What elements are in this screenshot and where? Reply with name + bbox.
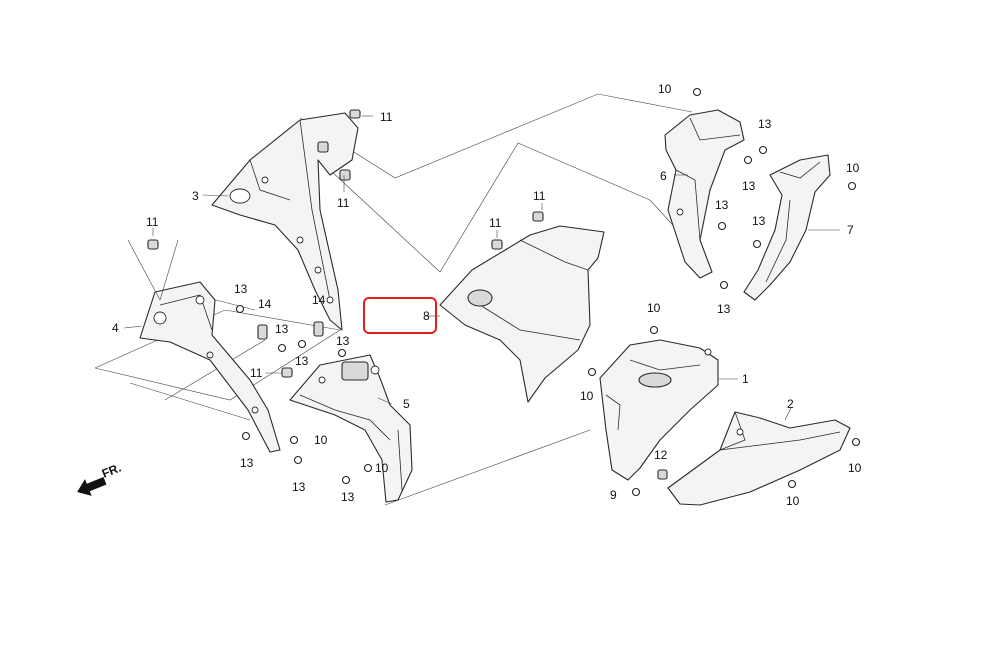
- front-direction-indicator: FR.: [77, 461, 123, 496]
- leader-lines: [123, 115, 840, 421]
- bolt-13: [758, 145, 768, 155]
- bolt-10: [363, 463, 373, 473]
- clip-11-lower: [281, 367, 293, 378]
- label-10: 10: [314, 433, 328, 447]
- bolt-13: [719, 280, 729, 290]
- label-13: 13: [758, 117, 772, 131]
- label-4: 4: [112, 321, 119, 335]
- label-9: 9: [610, 488, 617, 502]
- label-13: 13: [717, 302, 731, 316]
- part-2-under-cover: [667, 411, 851, 506]
- part-4-bracket: [139, 281, 281, 453]
- label-11: 11: [533, 189, 546, 203]
- label-12: 12: [654, 448, 668, 462]
- label-10: 10: [848, 461, 862, 475]
- clip-11-mid2: [491, 239, 503, 250]
- part-5-lower-panel: [289, 354, 413, 503]
- part-labels: 11 11 3 11 4 11 11 13 14 14 13 13 13 11 …: [112, 82, 862, 508]
- bolt-10: [649, 325, 659, 335]
- bolt-13: [717, 221, 727, 231]
- bolt-13: [293, 455, 303, 465]
- bolt-13: [341, 475, 351, 485]
- clip-14-right: [313, 321, 324, 337]
- bolt-13: [337, 348, 347, 358]
- bolt-10: [692, 87, 702, 97]
- clip-12: [657, 469, 668, 480]
- label-5: 5: [403, 397, 410, 411]
- label-13: 13: [742, 179, 756, 193]
- bolt-13: [297, 339, 307, 349]
- label-2: 2: [787, 397, 794, 411]
- bolt-13: [241, 431, 251, 441]
- label-10: 10: [658, 82, 672, 96]
- label-11: 11: [380, 110, 393, 124]
- part-3-inner-upper-cowl: [211, 112, 359, 331]
- label-10: 10: [786, 494, 800, 508]
- highlight-callout-box: [363, 297, 437, 334]
- bolt-13: [235, 304, 245, 314]
- clip-11-top: [349, 109, 361, 119]
- clip-11-mid: [532, 211, 544, 222]
- label-10: 10: [846, 161, 860, 175]
- label-11: 11: [250, 366, 263, 380]
- label-11: 11: [337, 196, 350, 210]
- label-7: 7: [847, 223, 854, 237]
- label-13: 13: [752, 214, 766, 228]
- label-13: 13: [275, 322, 289, 336]
- label-3: 3: [192, 189, 199, 203]
- label-10: 10: [580, 389, 594, 403]
- front-arrow-icon: [77, 477, 107, 496]
- bolt-9: [631, 487, 641, 497]
- clip-14-left: [257, 324, 268, 340]
- bolt-13: [752, 239, 762, 249]
- label-8: 8: [423, 309, 430, 323]
- bolt-10: [847, 181, 857, 191]
- label-14: 14: [258, 297, 272, 311]
- label-14: 14: [312, 293, 326, 307]
- part-1-lower-cowl: [599, 339, 719, 481]
- label-13: 13: [295, 354, 309, 368]
- label-13: 13: [341, 490, 355, 504]
- label-11: 11: [489, 216, 502, 230]
- label-13: 13: [336, 334, 350, 348]
- bolt-10: [851, 437, 861, 447]
- label-6: 6: [660, 169, 667, 183]
- label-13: 13: [240, 456, 254, 470]
- part-6-right-bracket: [664, 109, 745, 279]
- label-13: 13: [234, 282, 248, 296]
- label-1: 1: [742, 372, 749, 386]
- fasteners: [147, 87, 861, 497]
- label-13: 13: [292, 480, 306, 494]
- label-11: 11: [146, 215, 159, 229]
- label-10: 10: [375, 461, 389, 475]
- label-13: 13: [715, 198, 729, 212]
- bolt-13: [743, 155, 753, 165]
- bolt-10: [787, 479, 797, 489]
- bolt-10: [289, 435, 299, 445]
- part-7-right-piece: [743, 154, 831, 301]
- front-label: FR.: [100, 461, 123, 481]
- label-10: 10: [647, 301, 661, 315]
- clip-11-left: [147, 239, 159, 250]
- bolt-13: [277, 343, 287, 353]
- part-8-side-cowl: [439, 225, 605, 403]
- bolt-10: [587, 367, 597, 377]
